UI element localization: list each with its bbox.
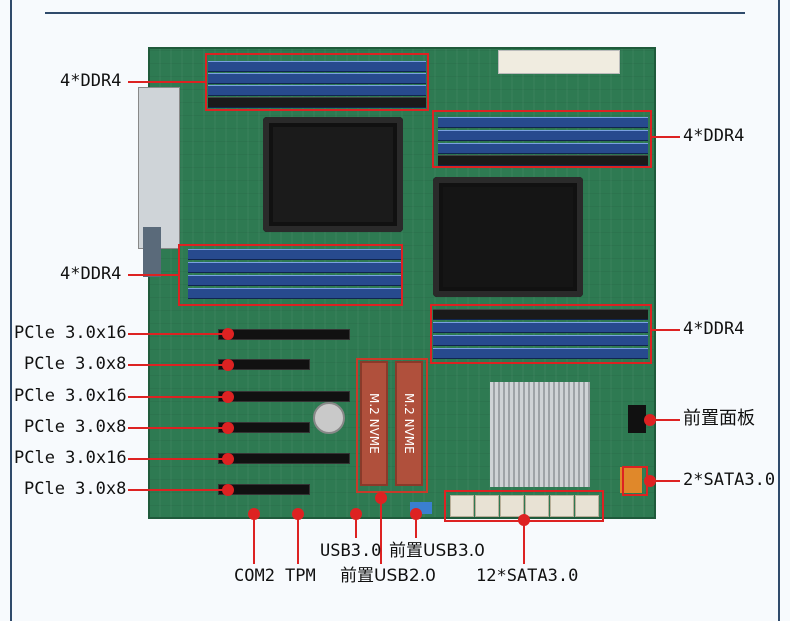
label-ddr-top-right: 4*DDR4 [683,126,745,146]
sata-port [475,495,499,517]
sata-orange-ports [620,467,642,493]
leader-pcie-4 [128,427,224,429]
dot-sata-12 [518,514,530,526]
label-pcie-6: PCle 3.0x8 [24,479,127,499]
dimm-slot [208,85,426,96]
dot-front-usb30 [410,508,422,520]
frame-right-line [778,0,780,621]
dimm-slot [438,117,648,128]
label-com2: COM2 [234,566,275,586]
sata-port [550,495,574,517]
leader-pcie-1 [128,333,224,335]
dimm-slot [433,322,648,333]
vga-port [143,227,161,277]
sata-port [450,495,474,517]
dimm-slot [438,155,648,166]
sata-port [575,495,599,517]
label-ddr-top-left: 4*DDR4 [60,71,122,91]
dot-pcie-5 [222,453,234,465]
label-pcie-4: PCle 3.0x8 [24,417,127,437]
dimm-slot [433,309,648,320]
label-sata-12: 12*SATA3.0 [476,566,579,586]
front-panel-header [628,405,646,433]
dot-pcie-6 [222,484,234,496]
dot-pcie-2 [222,359,234,371]
cpu-socket-1 [263,117,403,232]
pcie-slot [218,329,350,340]
label-usb30: USB3.0 [320,541,382,561]
dot-pcie-4 [222,422,234,434]
dot-tpm [292,508,304,520]
leader-pcie-6 [128,489,224,491]
leader-tpm [297,516,299,564]
sata-port [525,495,549,517]
label-sata-2: 2*SATA3.0 [683,470,776,490]
highlight-nvme [356,358,428,493]
dimm-slot [438,130,648,141]
leader-ddr-top-right [652,136,680,138]
label-front-panel: 前置面板 [683,408,755,429]
dimm-slot [208,97,426,108]
dot-sata-2 [644,475,656,487]
highlight-ddr-mid-right [430,304,652,364]
leader-ddr-mid-right [652,329,680,331]
leader-front-panel [652,419,680,421]
pcie-slot [218,453,350,464]
dimm-slot [208,73,426,84]
leader-pcie-2 [128,364,224,366]
leader-ddr-mid-left [128,274,180,276]
dimm-slot [188,249,403,260]
leader-usb30 [355,516,357,538]
dot-front-panel [644,414,656,426]
label-pcie-2: PCle 3.0x8 [24,354,127,374]
dimm-slot [188,288,403,299]
pcie-slot [218,391,350,402]
dot-pcie-1 [222,328,234,340]
dot-front-usb20 [375,492,387,504]
leader-pcie-5 [128,458,224,460]
label-front-usb30: 前置USB3.0 [389,541,485,561]
label-pcie-3: PCle 3.0x16 [14,386,127,406]
nvme-slot-2: M.2 NVME [395,361,423,486]
dot-com2 [248,508,260,520]
nvme-label-1: M.2 NVME [367,393,381,454]
dot-usb30 [350,508,362,520]
highlight-ddr-top-right [432,110,652,168]
label-pcie-5: PCle 3.0x16 [14,448,127,468]
leader-front-usb20 [380,500,382,564]
highlight-ddr-mid-left [178,244,403,306]
label-tpm: TPM [285,566,316,586]
dot-pcie-3 [222,391,234,403]
dimm-slot [188,275,403,286]
atx-power-connector [498,50,620,74]
sata-port [500,495,524,517]
dimm-slot [208,61,426,72]
label-ddr-mid-left: 4*DDR4 [60,264,122,284]
nvme-slot-1: M.2 NVME [360,361,388,486]
frame-top-line [45,12,745,14]
nvme-label-2: M.2 NVME [402,393,416,454]
label-pcie-1: PCle 3.0x16 [14,323,127,343]
dimm-slot [433,348,648,359]
dimm-slot [188,262,403,273]
leader-com2 [253,516,255,564]
frame-left-line [10,0,12,621]
cmos-battery [313,402,345,434]
label-ddr-mid-right: 4*DDR4 [683,319,745,339]
leader-ddr-top-left [128,81,206,83]
rear-io-ports [138,87,180,249]
leader-sata-12 [523,522,525,564]
dimm-slot [433,335,648,346]
highlight-ddr-top-left [205,53,429,111]
label-front-usb20: 前置USB2.0 [340,566,436,586]
cpu-socket-2 [433,177,583,297]
leader-pcie-3 [128,396,224,398]
dimm-slot [438,143,648,154]
chipset-heatsink [490,382,590,487]
leader-front-usb30 [415,516,417,538]
leader-sata-2 [652,480,680,482]
